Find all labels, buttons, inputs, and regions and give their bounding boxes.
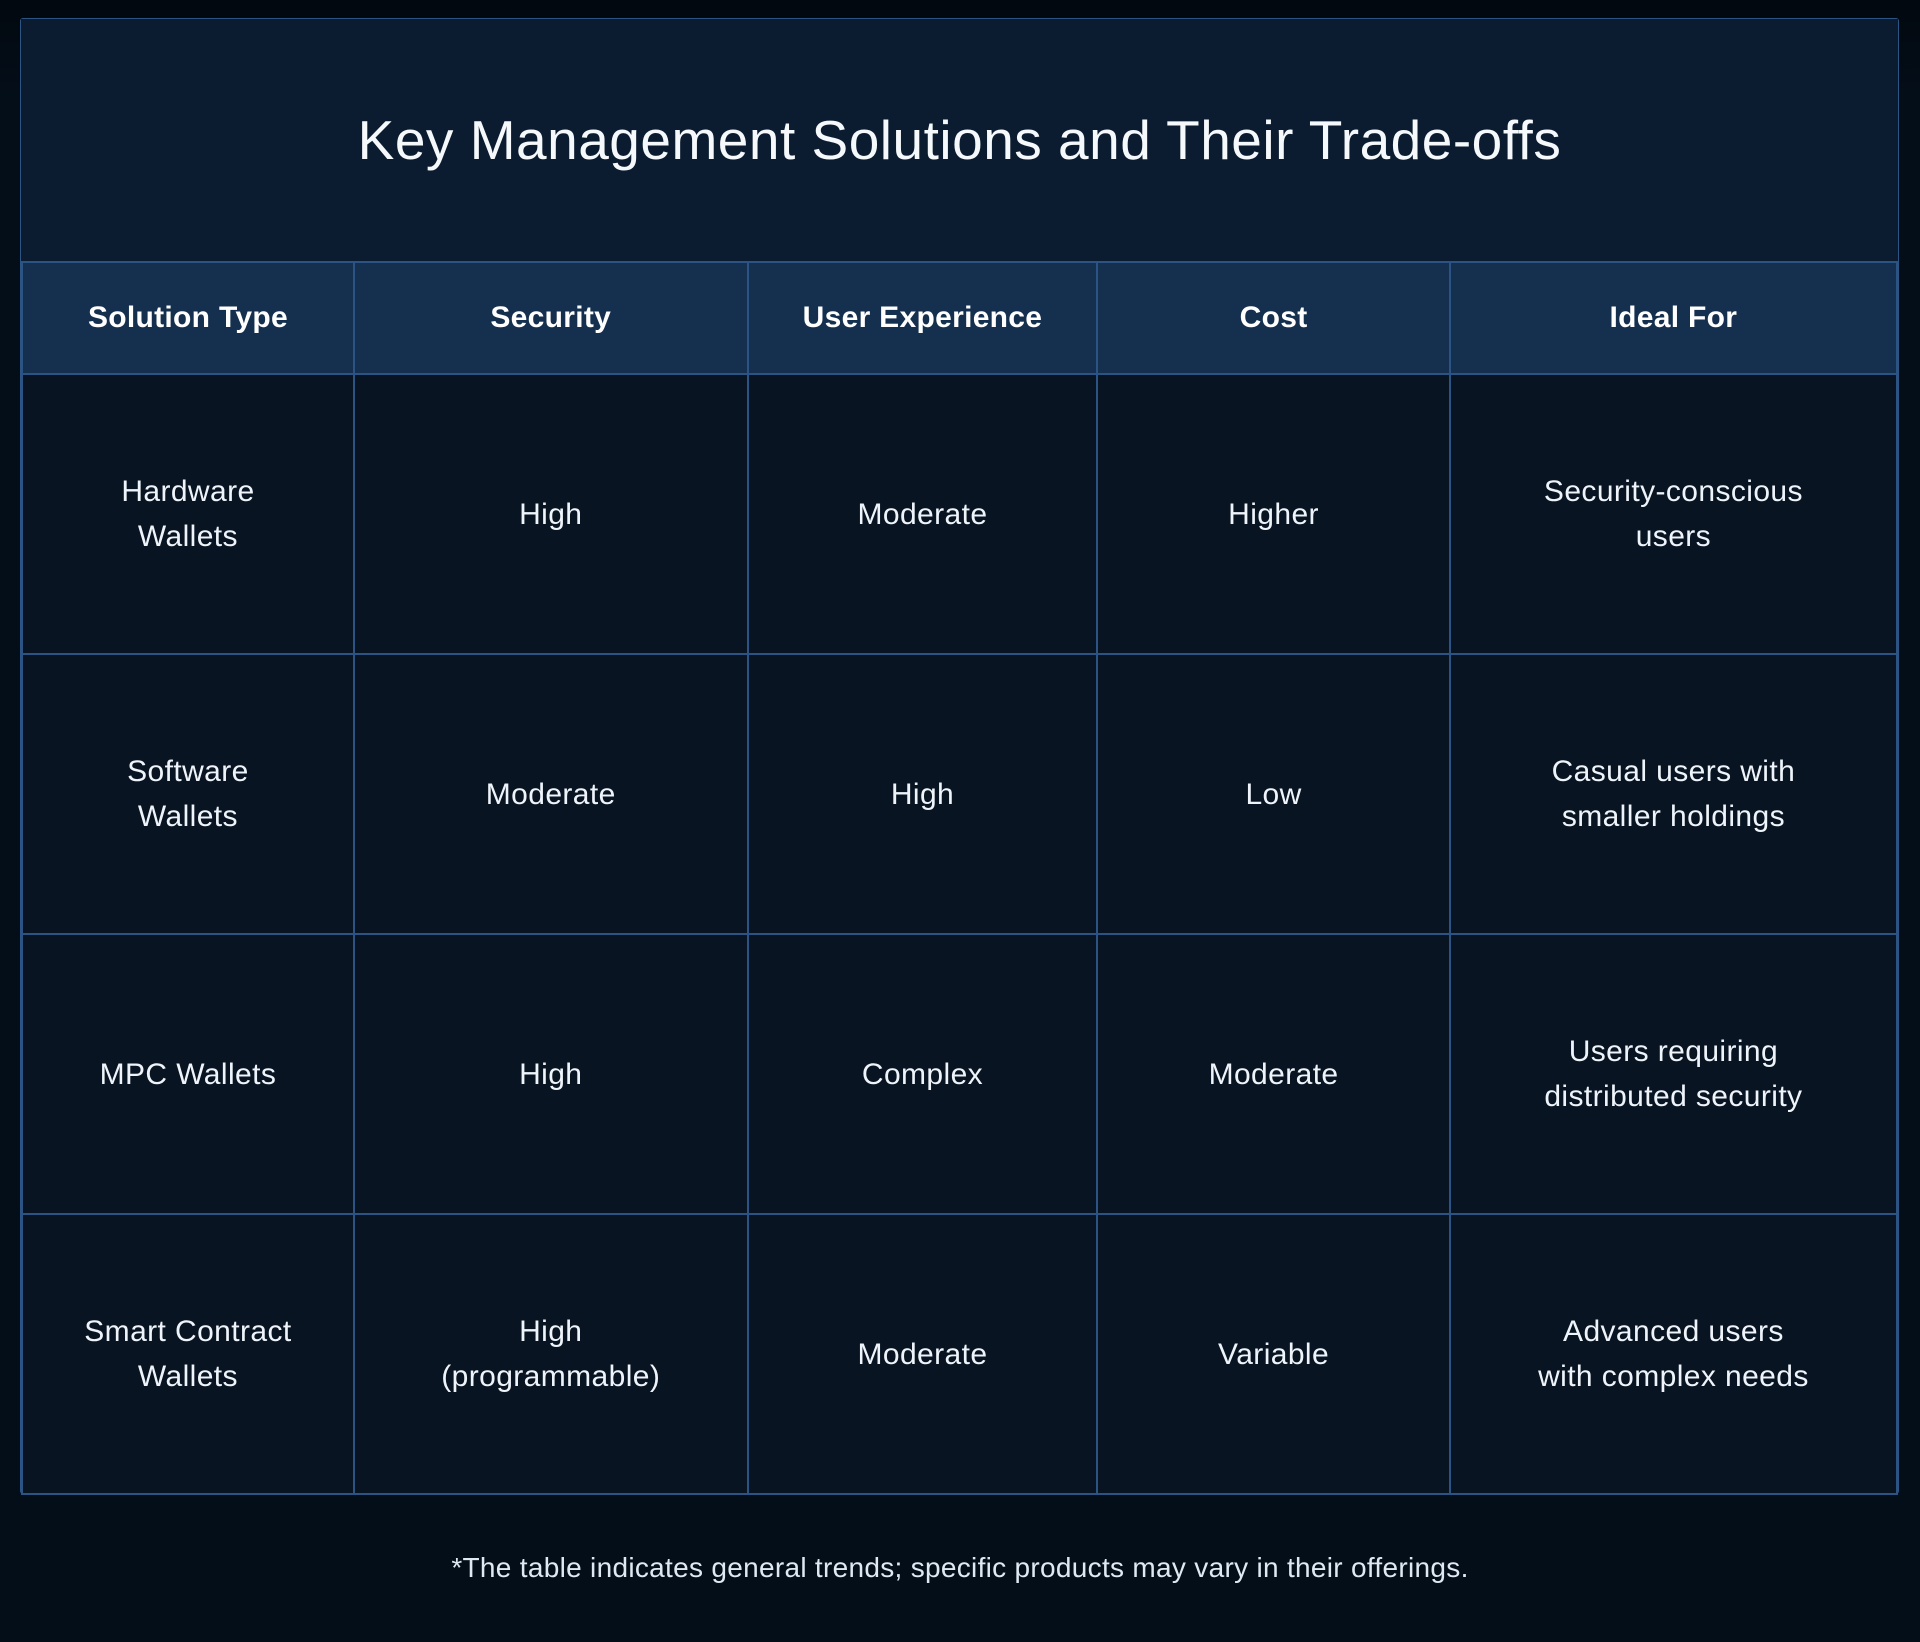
cell-security: High (programmable)	[352, 1213, 749, 1495]
cell-user-experience: High	[746, 653, 1099, 935]
cell-ideal-for: Security-conscious users	[1448, 373, 1899, 655]
column-header-cost: Cost	[1096, 261, 1451, 375]
cell-cost: Low	[1096, 653, 1451, 935]
cell-solution-type: Hardware Wallets	[21, 373, 355, 655]
cell-solution-type: Software Wallets	[21, 653, 355, 935]
table-row-mpc-wallets: MPC Wallets High Complex Moderate Users …	[21, 933, 1899, 1215]
cell-cost: Variable	[1096, 1213, 1451, 1495]
footnote: *The table indicates general trends; spe…	[451, 1552, 1469, 1583]
cell-user-experience: Moderate	[746, 1213, 1099, 1495]
cell-ideal-for: Casual users with smaller holdings	[1448, 653, 1899, 935]
cell-solution-type: MPC Wallets	[21, 933, 355, 1215]
cell-user-experience: Complex	[746, 933, 1099, 1215]
cell-security: Moderate	[352, 653, 749, 935]
cell-cost: Moderate	[1096, 933, 1451, 1215]
cell-security: High	[352, 373, 749, 655]
cell-ideal-for: Users requiring distributed security	[1448, 933, 1899, 1215]
comparison-table: Solution Type Security User Experience C…	[21, 261, 1899, 1495]
column-header-ideal-for: Ideal For	[1448, 261, 1899, 375]
table-title: Key Management Solutions and Their Trade…	[357, 109, 1562, 171]
table-card: Key Management Solutions and Their Trade…	[20, 18, 1899, 1495]
footnote-area: *The table indicates general trends; spe…	[0, 1494, 1920, 1642]
table-row-hardware-wallets: Hardware Wallets High Moderate Higher Se…	[21, 373, 1899, 655]
cell-user-experience: Moderate	[746, 373, 1099, 655]
cell-solution-type: Smart Contract Wallets	[21, 1213, 355, 1495]
column-header-solution-type: Solution Type	[21, 261, 355, 375]
cell-security: High	[352, 933, 749, 1215]
table-row-smart-contract-wallets: Smart Contract Wallets High (programmabl…	[21, 1213, 1899, 1495]
header-row: Solution Type Security User Experience C…	[21, 261, 1899, 375]
cell-ideal-for: Advanced users with complex needs	[1448, 1213, 1899, 1495]
column-header-user-experience: User Experience	[746, 261, 1099, 375]
column-header-security: Security	[352, 261, 749, 375]
table-row-software-wallets: Software Wallets Moderate High Low Casua…	[21, 653, 1899, 935]
cell-cost: Higher	[1096, 373, 1451, 655]
table-title-block: Key Management Solutions and Their Trade…	[21, 19, 1898, 261]
